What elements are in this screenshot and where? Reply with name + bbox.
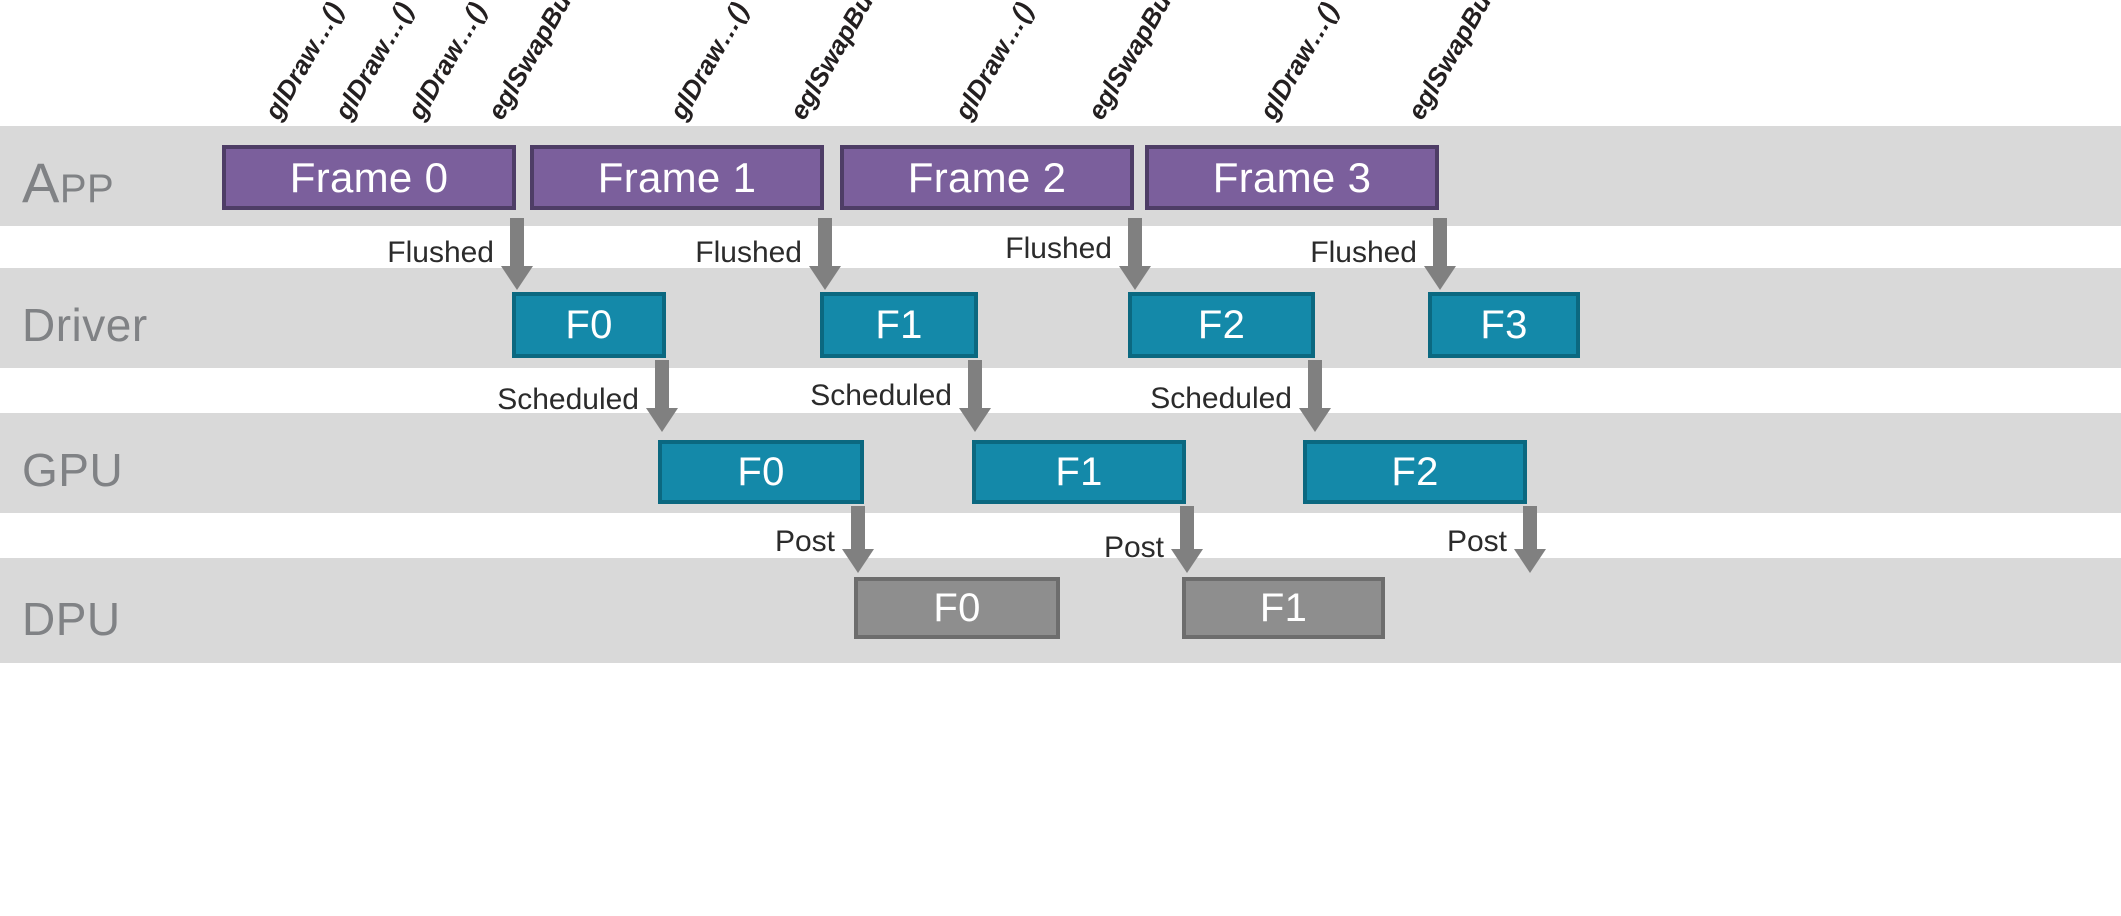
flushed-arrow bbox=[510, 218, 524, 268]
scheduled-arrow bbox=[655, 360, 669, 410]
api-call-label: glDraw…() bbox=[948, 0, 1040, 125]
api-call-label: glDraw…() bbox=[663, 0, 755, 125]
app-frame-box[interactable]: Frame 2 bbox=[840, 145, 1134, 210]
post-arrow bbox=[1180, 506, 1194, 551]
post-arrow-label: Post bbox=[1103, 531, 1164, 564]
scheduled-arrow-label: Scheduled bbox=[1150, 382, 1292, 415]
post-arrow-label: Post bbox=[1446, 525, 1507, 558]
flushed-arrow bbox=[1128, 218, 1142, 268]
app-frame-box[interactable]: Frame 1 bbox=[530, 145, 824, 210]
dpu-job-box[interactable]: F1 bbox=[1182, 577, 1385, 639]
api-call-label: eglSwapBuffers() bbox=[1401, 0, 1534, 125]
flushed-arrow bbox=[818, 218, 832, 268]
driver-job-box[interactable]: F1 bbox=[820, 292, 978, 358]
driver-job-box[interactable]: F0 bbox=[512, 292, 666, 358]
lane-label-app-lead: A bbox=[22, 151, 60, 214]
lane-band-driver bbox=[0, 268, 2121, 368]
lane-band-dpu bbox=[0, 558, 2121, 663]
driver-job-box[interactable]: F3 bbox=[1428, 292, 1580, 358]
api-call-label: eglSwapBuffers() bbox=[783, 0, 916, 125]
scheduled-arrow-label: Scheduled bbox=[497, 383, 639, 416]
lane-label-driver: Driver bbox=[22, 299, 148, 351]
gpu-job-box[interactable]: F0 bbox=[658, 440, 864, 504]
lane-label-app-rest: PP bbox=[59, 167, 115, 211]
driver-job-box[interactable]: F2 bbox=[1128, 292, 1315, 358]
dpu-job-box[interactable]: F0 bbox=[854, 577, 1060, 639]
flushed-arrow-label: Flushed bbox=[1005, 232, 1112, 265]
post-arrow-label: Post bbox=[774, 525, 835, 558]
scheduled-arrow bbox=[1308, 360, 1322, 410]
api-call-label: eglSwapBuffers() bbox=[1081, 0, 1214, 125]
lane-label-dpu: DPU bbox=[22, 593, 121, 645]
flushed-arrow-label: Flushed bbox=[695, 236, 802, 269]
gpu-job-box[interactable]: F2 bbox=[1303, 440, 1527, 504]
scheduled-arrow-label: Scheduled bbox=[810, 379, 952, 412]
gpu-job-box[interactable]: F1 bbox=[972, 440, 1186, 504]
api-call-label: eglSwapBuffers() bbox=[481, 0, 614, 125]
flushed-arrow bbox=[1433, 218, 1447, 268]
app-frame-box[interactable]: Frame 0 bbox=[222, 145, 516, 210]
post-arrow bbox=[851, 506, 865, 551]
lane-label-app: APP bbox=[22, 150, 114, 215]
app-frame-box[interactable]: Frame 3 bbox=[1145, 145, 1439, 210]
flushed-arrow-label: Flushed bbox=[387, 236, 494, 269]
scheduled-arrow bbox=[968, 360, 982, 410]
api-call-label: glDraw…() bbox=[1253, 0, 1345, 125]
lane-label-gpu: GPU bbox=[22, 444, 124, 496]
post-arrow bbox=[1523, 506, 1537, 551]
flushed-arrow-label: Flushed bbox=[1310, 236, 1417, 269]
